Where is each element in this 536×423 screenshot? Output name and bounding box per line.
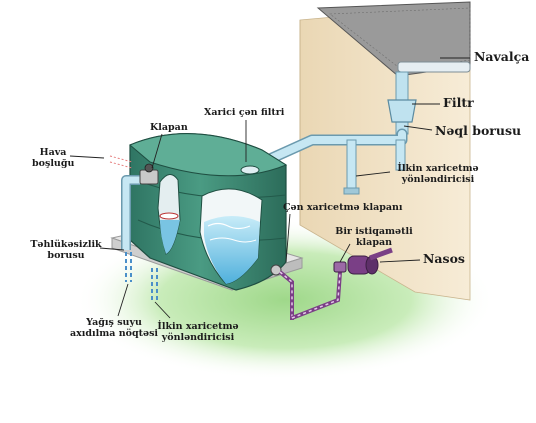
label-first-flush-bottom-line2: yönləndiricisi [150, 333, 246, 344]
gutter [398, 62, 470, 72]
label-safety-pipe: Təhlükəsizlik borusu [30, 240, 102, 262]
tank-inlet-filter [241, 166, 259, 174]
label-first-flush-top-line2: yönləndiricisi [392, 175, 484, 186]
label-first-flush-bottom: İlkin xaricetmə yönləndiricisi [150, 322, 246, 344]
label-air-gap-line2: boşluğu [32, 159, 74, 170]
label-check-valve: Bir istiqamətli klapan [334, 227, 414, 249]
air-gap-indicator [110, 156, 132, 168]
label-tank-inlet-filter: Xarici çən filtri [204, 108, 284, 119]
float-ball [160, 213, 178, 219]
label-filter: Filtr [443, 96, 474, 110]
label-gutter: Navalça [474, 50, 529, 64]
label-safety-pipe-line2: borusu [30, 251, 102, 262]
label-check-valve-line2: klapan [334, 238, 414, 249]
label-transfer-pipe: Nəql borusu [435, 124, 521, 138]
wall-first-flush-diverter [347, 140, 356, 190]
label-air-gap: Hava boşluğu [32, 148, 74, 170]
label-first-flush-top: İlkin xaricetmə yönləndiricisi [392, 164, 484, 186]
label-rainwater-discharge: Yağış suyu axıdılma nöqtəsi [66, 318, 162, 340]
label-tank-drain-valve: Çən xaricetmə klapanı [283, 203, 403, 214]
check-valve [334, 262, 346, 272]
label-pump: Nasos [423, 252, 465, 266]
filter-box [388, 100, 416, 122]
label-valve: Klapan [150, 123, 188, 134]
label-rainwater-discharge-line2: axıdılma nöqtəsi [66, 329, 162, 340]
